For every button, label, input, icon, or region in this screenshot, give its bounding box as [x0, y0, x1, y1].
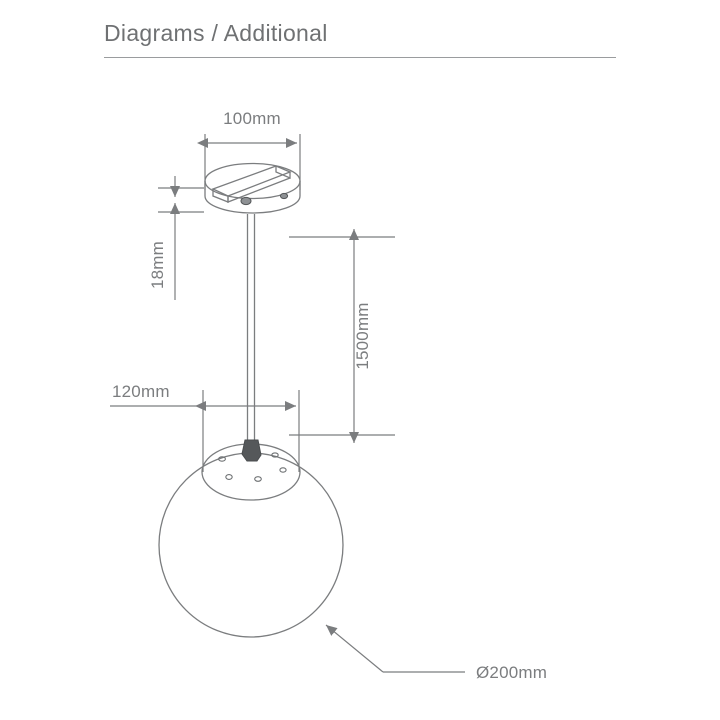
page-title: Diagrams / Additional [104, 20, 328, 46]
dimension-label-120mm: 120mm [112, 382, 170, 401]
shade-cap-perforations [218, 452, 287, 482]
ceiling-plate-fixings [240, 192, 289, 206]
dimension-label-1500mm: 1500mm [353, 302, 372, 369]
suspension-cord [246, 214, 256, 443]
leader-globe-diameter [325, 624, 465, 673]
dimension-100mm [197, 134, 301, 190]
dimension-label-200mm: Ø200mm [476, 663, 547, 682]
dimension-18mm [158, 176, 204, 300]
page-header: Diagrams / Additional [104, 18, 616, 48]
dimension-1500mm [289, 229, 395, 443]
ceiling-plate [204, 162, 301, 214]
globe-shade [158, 452, 344, 638]
dimension-label-100mm: 100mm [223, 109, 281, 128]
dimension-label-18mm: 18mm [148, 241, 167, 289]
header-divider [104, 57, 616, 58]
cord-grip [241, 439, 262, 462]
dimension-120mm [110, 390, 300, 472]
